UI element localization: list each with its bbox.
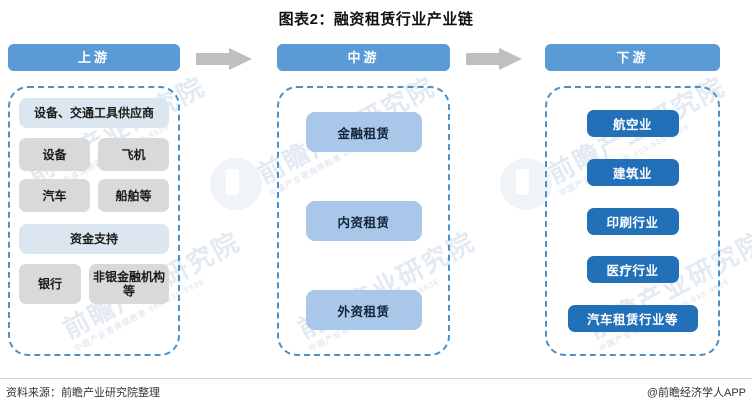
upstream-item-aircraft: 飞机 bbox=[98, 138, 169, 171]
upstream-item-nonbank: 非银金融机构等 bbox=[89, 264, 169, 304]
source-note: 资料来源：前瞻产业研究院整理 bbox=[6, 387, 160, 399]
upstream-container: 设备、交通工具供应商 设备 飞机 汽车 船舶等 资金支持 银行 非银金融机构等 bbox=[8, 86, 180, 356]
upstream-item-automobile: 汽车 bbox=[19, 179, 90, 212]
downstream-item-car-rental: 汽车租赁行业等 bbox=[567, 305, 698, 332]
upstream-item-equipment: 设备 bbox=[19, 138, 90, 171]
stage-header-upstream: 上游 bbox=[8, 44, 180, 71]
stage-header-downstream: 下游 bbox=[545, 44, 720, 71]
upstream-item-bank: 银行 bbox=[19, 264, 81, 304]
stage-downstream: 下游 航空业 建筑业 印刷行业 医疗行业 汽车租赁行业等 bbox=[545, 44, 720, 356]
midstream-item-foreign-lease: 外资租赁 bbox=[305, 290, 422, 330]
footer-divider bbox=[0, 378, 752, 379]
stage-midstream: 中游 金融租赁 内资租赁 外资租赁 bbox=[277, 44, 450, 356]
arrow-upstream-to-midstream bbox=[196, 48, 252, 70]
arrow-midstream-to-downstream bbox=[466, 48, 522, 70]
upstream-group-title-suppliers: 设备、交通工具供应商 bbox=[19, 98, 169, 128]
brand-note: @前瞻经济学人APP bbox=[646, 387, 746, 399]
upstream-item-ship: 船舶等 bbox=[98, 179, 169, 212]
stage-upstream: 上游 设备、交通工具供应商 设备 飞机 汽车 船舶等 资金支持 银行 非银金融机… bbox=[8, 44, 180, 356]
watermark-logo bbox=[210, 158, 262, 210]
midstream-container: 金融租赁 内资租赁 外资租赁 bbox=[277, 86, 450, 356]
midstream-item-domestic-lease: 内资租赁 bbox=[305, 201, 422, 241]
chart-title: 图表2：融资租赁行业产业链 bbox=[278, 11, 474, 28]
downstream-item-construction: 建筑业 bbox=[586, 158, 679, 186]
downstream-item-aviation: 航空业 bbox=[586, 110, 679, 137]
midstream-item-financial-lease: 金融租赁 bbox=[305, 112, 422, 152]
downstream-item-printing: 印刷行业 bbox=[586, 207, 679, 235]
upstream-group-title-funding: 资金支持 bbox=[19, 224, 169, 254]
stage-header-midstream: 中游 bbox=[277, 44, 450, 71]
downstream-container: 航空业 建筑业 印刷行业 医疗行业 汽车租赁行业等 bbox=[545, 86, 720, 356]
downstream-item-medical: 医疗行业 bbox=[586, 256, 679, 284]
